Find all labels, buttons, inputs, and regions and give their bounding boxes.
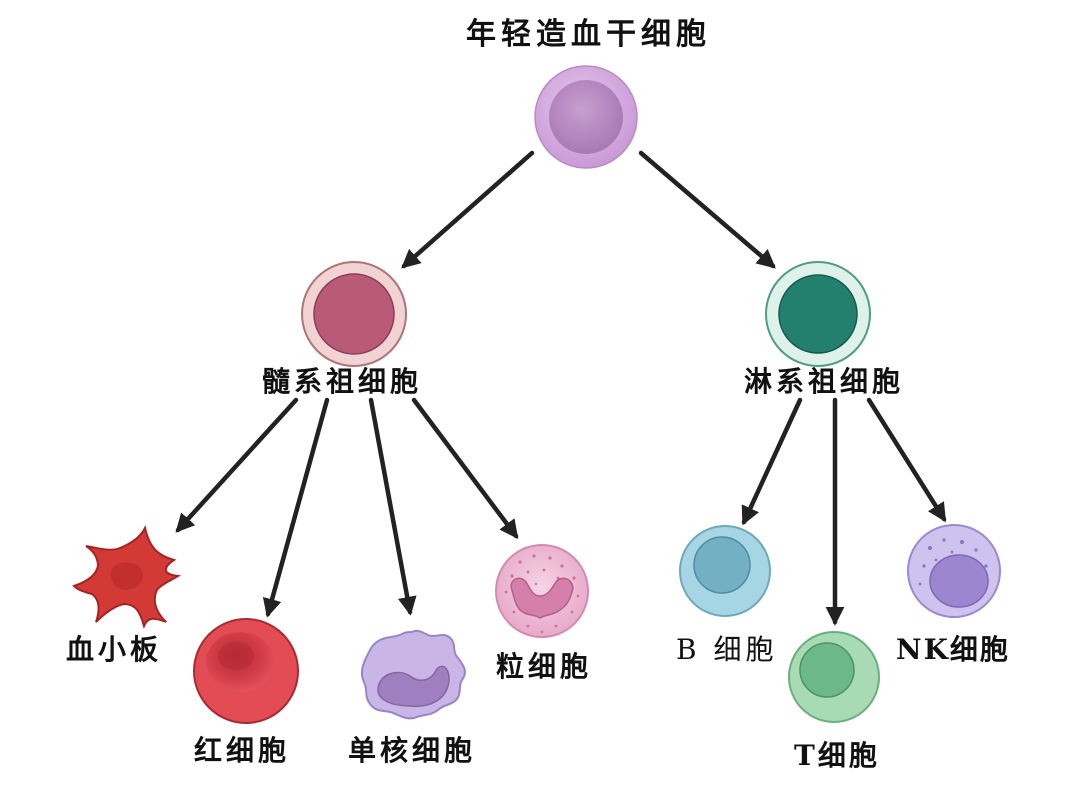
b-cell-label: B 细胞 — [676, 633, 778, 666]
rbc-label: 红细胞 — [194, 734, 291, 767]
t-cell-label: T细胞 — [794, 739, 880, 772]
arrow-root-to-myeloid — [401, 150, 535, 269]
arrow-myeloid-to-platelet — [175, 397, 299, 533]
b-cell-icon — [679, 525, 771, 617]
lymphoid-progenitor-icon — [765, 261, 871, 367]
stem-cell-icon — [534, 65, 638, 169]
platelet-icon — [72, 525, 182, 630]
platelet-label: 血小板 — [66, 633, 163, 666]
nk-cell-icon — [907, 524, 1001, 618]
arrow-root-to-lymphoid — [638, 150, 776, 269]
arrow-lymphoid-to-b — [741, 397, 803, 526]
t-cell-icon — [788, 631, 880, 723]
arrow-myeloid-to-monocyte — [368, 397, 417, 616]
myeloid-progenitor-icon — [301, 261, 407, 367]
arrow-myeloid-to-rbc — [262, 397, 330, 618]
red-blood-cell-icon — [193, 618, 299, 724]
root-cell-label: 年轻造血干细胞 — [466, 17, 711, 52]
granulocyte-icon — [495, 544, 589, 638]
granulocyte-label: 粒细胞 — [496, 650, 593, 683]
arrow-myeloid-to-granulocyte — [411, 397, 519, 540]
lymphoid-progenitor-label: 淋系祖细胞 — [744, 365, 905, 398]
arrows — [175, 150, 947, 626]
monocyte-icon — [360, 629, 466, 720]
monocyte-label: 单核细胞 — [348, 734, 477, 767]
arrow-lymphoid-to-nk — [866, 397, 947, 523]
nk-cell-label: NK细胞 — [896, 633, 1010, 666]
myeloid-progenitor-label: 髓系祖细胞 — [262, 365, 423, 398]
